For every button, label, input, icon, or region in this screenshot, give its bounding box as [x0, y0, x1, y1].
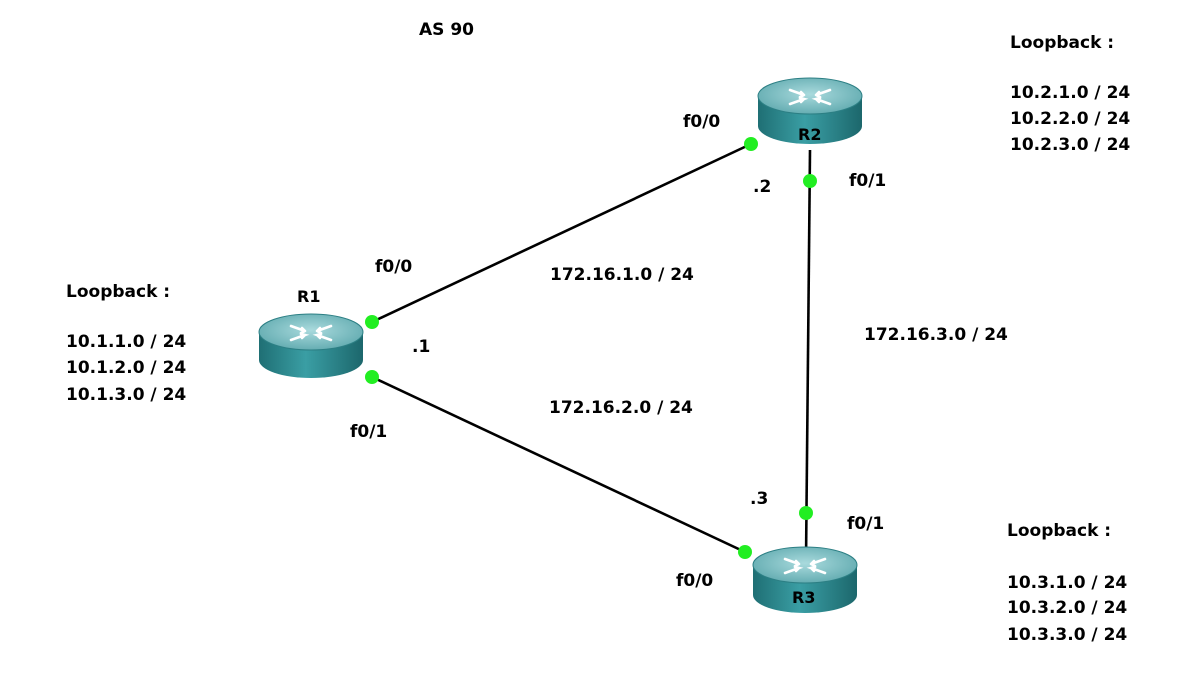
link-r2-r3: [804, 149, 812, 561]
loopback-block-r2: Loopback : 10.2.1.0 / 24 10.2.2.0 / 24 1…: [1010, 33, 1130, 155]
router-r3[interactable]: R3: [752, 546, 858, 613]
loopback-block-r3: Loopback : 10.3.1.0 / 24 10.3.2.0 / 24 1…: [1007, 521, 1127, 645]
interface-label-r2-f0-0: f0/0: [683, 112, 720, 132]
loopback-entry: 10.1.1.0 / 24: [66, 332, 186, 352]
loopback-entry: 10.2.3.0 / 24: [1010, 135, 1130, 155]
router-name: R1: [297, 287, 320, 306]
loopback-entry: 10.2.1.0 / 24: [1010, 83, 1130, 103]
interface-label-r3-f0-1: f0/1: [847, 514, 884, 534]
interface-label-r2-f0-1: f0/1: [849, 171, 886, 191]
router-name: R3: [792, 588, 815, 607]
host-label-r2: .2: [753, 177, 771, 197]
router-icon: [258, 313, 364, 378]
port-r1-f0-0[interactable]: [365, 315, 379, 329]
loopback-entry: 10.3.2.0 / 24: [1007, 598, 1127, 618]
subnet-label-r1-r2: 172.16.1.0 / 24: [550, 265, 694, 285]
port-r2-f0-1[interactable]: [803, 174, 817, 188]
interface-label-r1-f0-0: f0/0: [375, 257, 412, 277]
subnet-label-r1-r3: 172.16.2.0 / 24: [549, 398, 693, 418]
interface-label-r1-f0-1: f0/1: [350, 422, 387, 442]
diagram-title: AS 90: [419, 20, 474, 40]
port-r3-f0-0[interactable]: [738, 545, 752, 559]
interface-label-r3-f0-0: f0/0: [676, 571, 713, 591]
port-r1-f0-1[interactable]: [365, 370, 379, 384]
router-r1[interactable]: R1: [258, 287, 364, 378]
host-label-r3: .3: [750, 489, 768, 509]
loopback-heading: Loopback :: [1007, 521, 1111, 541]
subnet-label-r2-r3: 172.16.3.0 / 24: [864, 325, 1008, 345]
loopback-entry: 10.3.3.0 / 24: [1007, 625, 1127, 645]
host-label-r1: .1: [412, 337, 430, 357]
loopback-entry: 10.1.3.0 / 24: [66, 385, 186, 405]
loopback-heading: Loopback :: [1010, 33, 1114, 53]
loopback-entry: 10.1.2.0 / 24: [66, 358, 186, 378]
router-r2[interactable]: R2: [757, 77, 863, 144]
loopback-entry: 10.2.2.0 / 24: [1010, 109, 1130, 129]
loopback-block-r1: Loopback : 10.1.1.0 / 24 10.1.2.0 / 24 1…: [66, 282, 186, 405]
link-r1-r2: [371, 142, 752, 324]
link-r1-r3: [371, 375, 746, 554]
loopback-entry: 10.3.1.0 / 24: [1007, 573, 1127, 593]
port-r3-f0-1[interactable]: [799, 506, 813, 520]
router-icon: [752, 546, 858, 613]
loopback-heading: Loopback :: [66, 282, 170, 302]
port-r2-f0-0[interactable]: [744, 137, 758, 151]
router-icon: [757, 77, 863, 144]
router-name: R2: [798, 125, 821, 144]
